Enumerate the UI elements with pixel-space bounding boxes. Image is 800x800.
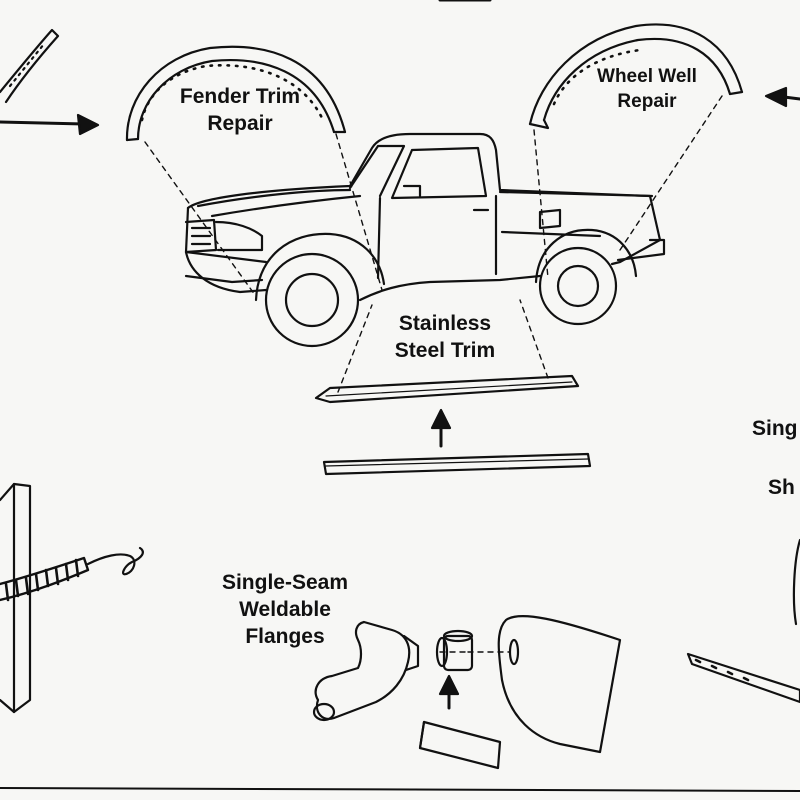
- stainless-label-line-2: Steel Trim: [394, 339, 496, 362]
- cut-off-label-right-top: Sing: [752, 417, 798, 440]
- flanges-label-line-3: Flanges: [245, 625, 325, 648]
- fender-trim-label-line-2: Repair: [207, 112, 273, 135]
- arrow-up-icon: [430, 408, 452, 448]
- bracket-with-hose: [0, 482, 144, 714]
- wheel-well-label-line-1: Wheel Well: [597, 66, 697, 87]
- muffler: [497, 614, 622, 754]
- wheel-well-arch: [528, 23, 744, 130]
- arrow-right-icon: [0, 113, 100, 136]
- fender-trim-label-line-1: Fender Trim: [179, 85, 301, 108]
- stainless-steel-trim-label: Stainless Steel Trim: [365, 310, 525, 364]
- flange-ring: [435, 629, 474, 672]
- exhaust-pipe: [312, 620, 420, 722]
- cut-off-label-right-bottom: Sh: [768, 476, 795, 499]
- stainless-label-line-1: Stainless: [398, 312, 492, 335]
- wheel-well-repair-label: Wheel Well Repair: [572, 64, 722, 114]
- flange-strip: [418, 720, 502, 770]
- wheel-well-label-line-2: Repair: [617, 91, 677, 112]
- flanges-label-line-1: Single-Seam: [221, 571, 349, 594]
- stainless-trim-upper: [314, 374, 580, 404]
- bottom-border: [0, 787, 800, 792]
- fender-trim-repair-label: Fender Trim Repair: [160, 83, 320, 137]
- partial-part-right: [686, 538, 800, 704]
- flanges-label-line-2: Weldable: [239, 598, 331, 621]
- pickup-truck: [184, 132, 666, 348]
- weldable-flanges-label: Single-Seam Weldable Flanges: [200, 569, 370, 650]
- arrow-left-icon: [764, 86, 800, 108]
- fender-trim-arch: [125, 45, 347, 142]
- partial-trim-top-left: [0, 28, 60, 104]
- stainless-trim-lower: [322, 452, 592, 476]
- arrow-up-small-icon: [438, 674, 460, 710]
